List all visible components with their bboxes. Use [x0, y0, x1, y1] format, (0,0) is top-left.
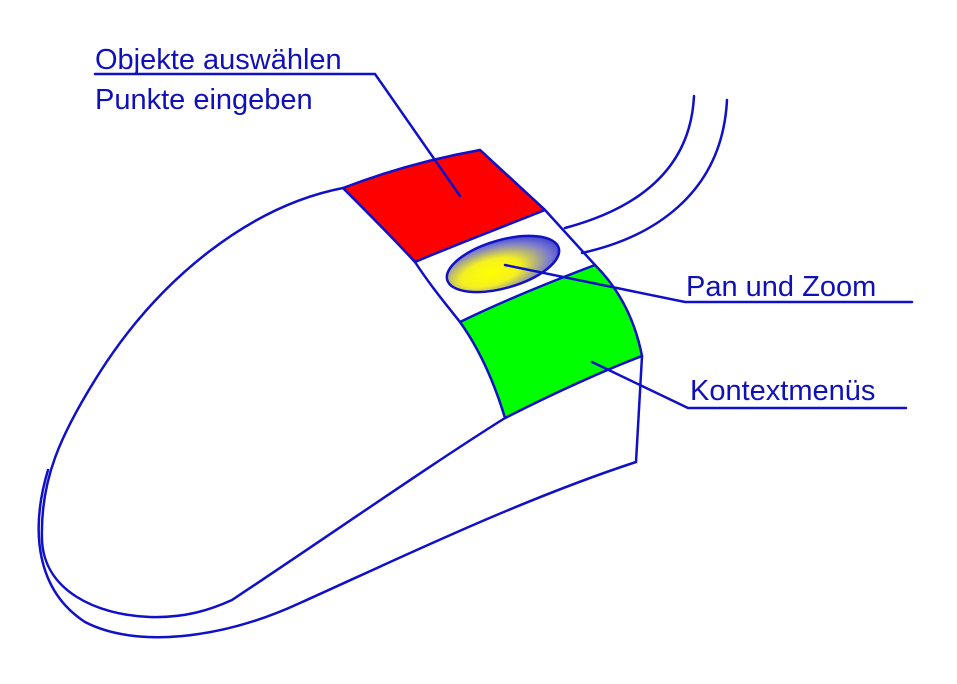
leader-left-button: [93, 72, 462, 198]
mouse-cable-outer: [563, 94, 696, 230]
scroll-wheel: [445, 234, 561, 294]
mouse-cable-inner: [580, 98, 729, 255]
right-button-label: Kontextmenüs: [690, 375, 875, 407]
mouse-front-edge: [634, 354, 644, 464]
mouse-body-top: [40, 186, 507, 619]
left-button-label-line2: Punkte eingeben: [95, 84, 313, 116]
mouse-body-side: [37, 460, 638, 639]
wheel-label: Pan und Zoom: [686, 271, 876, 303]
left-mouse-button: [341, 148, 547, 264]
right-mouse-button: [458, 263, 644, 420]
left-button-label-line1: Objekte auswählen: [95, 44, 342, 76]
leader-right-button: [590, 360, 908, 410]
leader-wheel: [503, 263, 914, 304]
